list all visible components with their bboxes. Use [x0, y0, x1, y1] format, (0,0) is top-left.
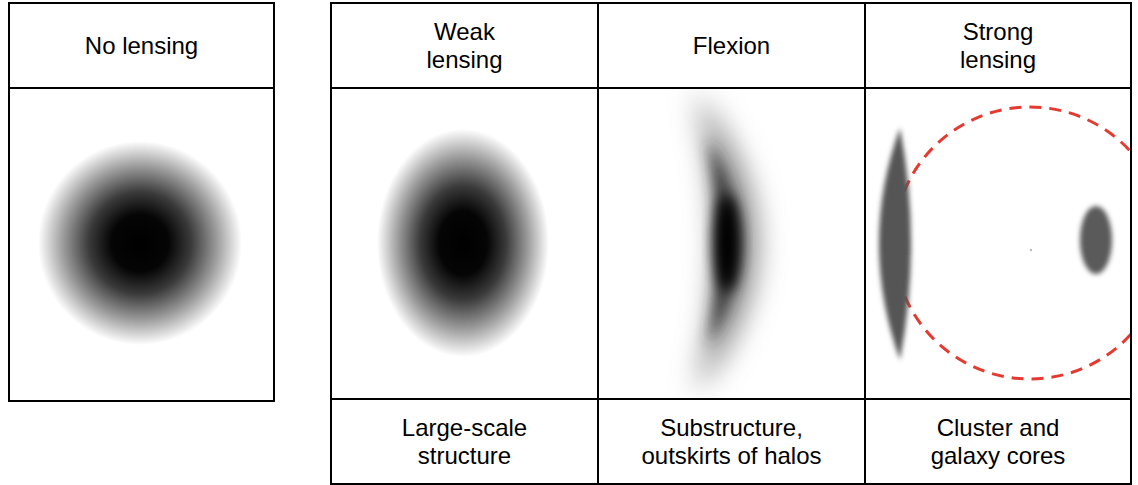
panel-title: Strong lensing [938, 18, 1058, 73]
header-cell: Weak lensing [332, 4, 597, 89]
panel-caption: Cluster and galaxy cores [918, 414, 1078, 469]
panel-title: Flexion [693, 32, 770, 60]
lensing-panel: Weak lensingLarge-scale structure [330, 2, 599, 485]
lensing-panel: No lensing [8, 2, 275, 402]
unlensed-source [38, 141, 242, 345]
panel-title: No lensing [85, 32, 198, 60]
sheared-source [377, 129, 549, 357]
caption-cell: Cluster and galaxy cores [866, 398, 1130, 483]
strong-lens-images [879, 107, 1130, 379]
lensing-panel: FlexionSubstructure, outskirts of halos [597, 2, 866, 485]
einstein-ring [894, 107, 1130, 379]
header-cell: Flexion [599, 4, 864, 89]
flexed-source [695, 92, 758, 394]
header-cell: Strong lensing [866, 4, 1130, 89]
panel-title: Weak lensing [400, 18, 530, 73]
counter-image [1080, 206, 1112, 274]
arc-image [879, 128, 911, 360]
lensing-panel: Strong lensingCluster and galaxy cores [864, 2, 1132, 485]
header-cell: No lensing [10, 4, 273, 89]
lens-center [1030, 249, 1032, 251]
caption-cell: Substructure, outskirts of halos [599, 398, 864, 483]
panel-caption: Large-scale structure [390, 414, 540, 469]
caption-cell: Large-scale structure [332, 398, 597, 483]
panel-caption: Substructure, outskirts of halos [624, 414, 839, 469]
